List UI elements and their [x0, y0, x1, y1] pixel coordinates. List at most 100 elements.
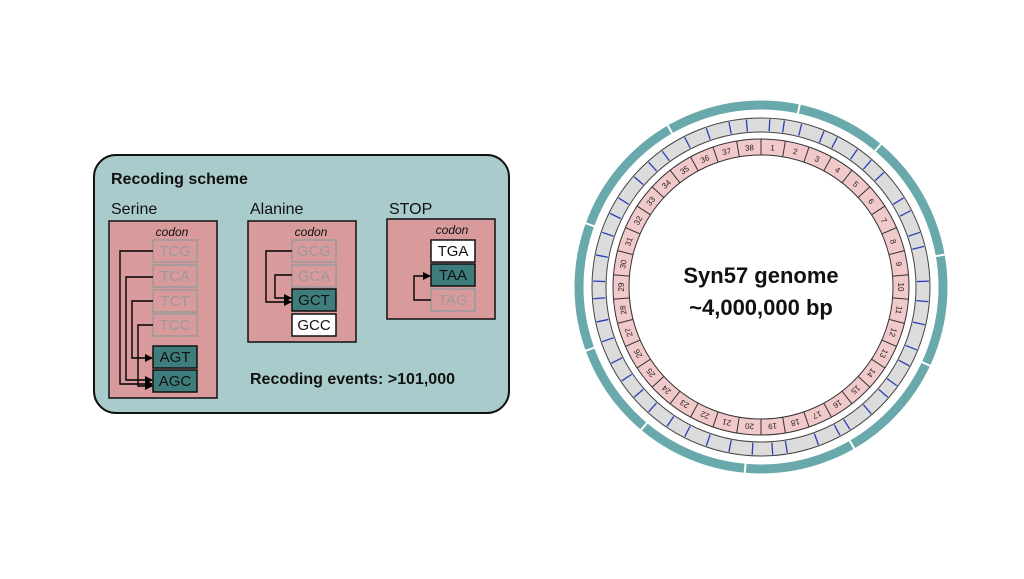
segment-label: 8: [888, 238, 898, 246]
recoding-mark: [751, 442, 754, 455]
segment-divider: [636, 358, 651, 369]
codon-chip: [291, 288, 337, 312]
segment-label: 9: [894, 261, 904, 267]
segment-label: 3: [813, 154, 821, 164]
stop-recoding-arrows: [413, 272, 431, 301]
recoding-mark: [661, 150, 670, 162]
recoding-mark: [601, 337, 614, 343]
recoding-mark: [593, 297, 606, 300]
outer-ring-gap: [848, 439, 856, 450]
codon-gct: GCT: [291, 288, 337, 312]
recoding-mark: [892, 197, 904, 205]
segment-divider: [625, 227, 641, 235]
codon-tca: TCA: [152, 264, 198, 288]
recoding-mark: [912, 321, 925, 326]
recoding-mark: [898, 359, 910, 367]
recoding-mark: [798, 123, 803, 136]
segment-divider: [881, 339, 897, 347]
segment-divider: [782, 417, 786, 434]
outer-ring-gap: [666, 124, 674, 135]
recoding-mark: [705, 127, 711, 140]
codon-chip: [430, 239, 476, 263]
segment-label: 21: [721, 417, 732, 428]
recoding-mark: [684, 137, 691, 149]
segment-divider: [841, 390, 853, 405]
recoding-mark: [745, 119, 749, 132]
outer-ring-gap: [584, 346, 596, 352]
codon-list-stop: TGA TAA TAG: [430, 239, 476, 312]
recoding-mark: [782, 120, 786, 133]
segment-divider: [871, 205, 886, 216]
codon-gcc: GCC: [291, 313, 337, 337]
segment-label: 10: [896, 283, 905, 292]
recoding-mark: [595, 254, 608, 258]
codon-tga: TGA: [430, 239, 476, 263]
segment-divider: [803, 146, 810, 163]
codon-text: AGC: [159, 373, 192, 390]
segment-divider: [841, 169, 853, 184]
segment-divider: [617, 318, 634, 324]
recoding-mark: [705, 434, 711, 447]
segment-label: 2: [792, 147, 799, 157]
segment-label: 11: [893, 305, 903, 315]
recoding-mark: [728, 440, 732, 453]
segment-divider: [625, 339, 641, 347]
segment-label: 22: [699, 409, 711, 421]
recoding-mark: [648, 402, 658, 413]
segment-divider: [613, 297, 630, 300]
segment-label: 12: [887, 327, 899, 339]
codon-taa: TAA: [430, 263, 476, 287]
segment-divider: [651, 186, 665, 198]
outer-ring-gap: [584, 222, 596, 228]
codon-header-serine: codon: [156, 225, 189, 239]
recoding-mark: [768, 119, 771, 132]
segment-label: 18: [789, 417, 800, 428]
codon-agt: AGT: [152, 345, 198, 369]
segment-divider: [888, 318, 905, 324]
codon-chip: [291, 264, 337, 288]
recoding-mark: [633, 176, 644, 186]
recoding-mark: [601, 231, 614, 237]
segment-divider: [690, 156, 699, 172]
recoding-mark: [862, 159, 872, 170]
recoding-scheme-title: Recoding scheme: [111, 171, 248, 188]
recoding-mark: [633, 388, 644, 398]
recoding-mark: [905, 344, 918, 351]
segment-divider: [690, 402, 699, 418]
recoding-mark: [818, 130, 825, 143]
codon-text: TGA: [438, 243, 469, 260]
outer-ring-gap: [920, 360, 931, 367]
codon-chip: [152, 345, 198, 369]
recoding-mark: [899, 210, 911, 217]
recoding-mark: [784, 440, 788, 454]
segment-label: 31: [623, 236, 635, 248]
group-label-stop: STOP: [389, 201, 432, 218]
segment-divider: [892, 297, 909, 300]
codon-text: GCT: [298, 292, 330, 309]
segment-divider: [871, 358, 886, 369]
segment-divider: [888, 250, 905, 256]
segment-label: 19: [767, 421, 777, 431]
recoding-mark: [611, 357, 623, 364]
recoding-mark: [908, 231, 921, 237]
segment-label: 4: [833, 165, 842, 175]
serine-recoding-arrows: [119, 250, 153, 390]
codon-text: TCT: [160, 293, 189, 310]
codon-chip: [430, 263, 476, 287]
recoding-mark: [874, 171, 885, 182]
outer-ring-gap: [640, 421, 648, 431]
segment-divider: [782, 140, 786, 157]
recoding-events-label: Recoding events: >101,000: [250, 371, 455, 388]
codon-text: AGT: [160, 349, 191, 366]
recoding-mark: [833, 424, 841, 436]
segment-divider: [617, 250, 634, 256]
segment-divider: [669, 390, 681, 405]
segment-label: 5: [851, 180, 861, 190]
recoding-mark: [878, 388, 889, 398]
outer-ring: [574, 100, 948, 474]
codon-text: TAG: [438, 292, 468, 309]
segment-label: 6: [866, 197, 876, 206]
segment-label: 29: [617, 282, 626, 291]
codon-gca: GCA: [291, 264, 337, 288]
